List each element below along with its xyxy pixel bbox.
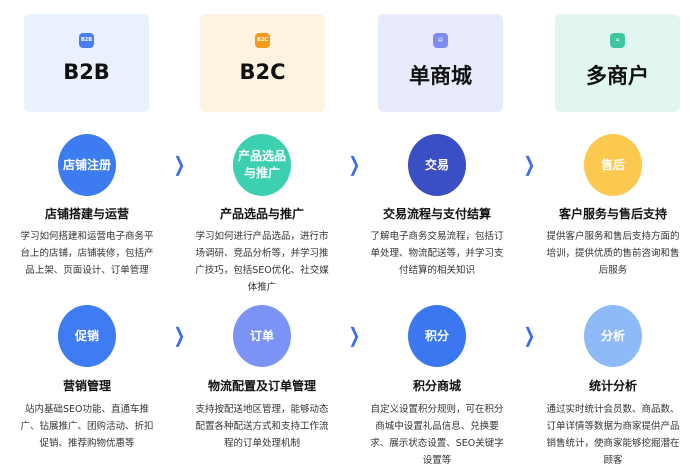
category-card-多商户[interactable]: ⌂ 多商户	[555, 14, 680, 112]
home-icon: ⌂	[610, 33, 625, 48]
step-title: 物流配置及订单管理	[207, 379, 316, 393]
step-description: 了解电子商务交易流程，包括订单处理、物流配送等，并学习支付结算的相关知识	[370, 231, 504, 276]
category-label: B2C	[239, 60, 286, 84]
b2b-icon: B2B	[79, 33, 94, 48]
category-card-B2C[interactable]: B2C B2C	[200, 14, 325, 112]
category-label: 多商户	[586, 64, 649, 88]
step-title: 店铺搭建与运营	[44, 207, 129, 221]
step-circle[interactable]: 店铺注册	[58, 134, 116, 196]
store-icon: ▤	[433, 33, 448, 48]
step-circle[interactable]: 售后	[584, 134, 642, 196]
step-title: 统计分析	[588, 379, 637, 393]
category-label: 单商城	[409, 64, 472, 88]
step-description: 通过实时统计会员数、商品数、订单详情等数据为商家提供产品销售统计，使商家能够挖掘…	[546, 404, 680, 466]
chevron-right-icon: ❯	[173, 323, 186, 347]
step-circle[interactable]: 交易	[408, 134, 466, 196]
step-title: 积分商城	[412, 379, 461, 393]
step-circle[interactable]: 积分	[408, 305, 466, 367]
step-circle[interactable]: 分析	[584, 305, 642, 367]
chevron-right-icon: ❯	[348, 323, 361, 347]
step-description: 学习如何搭建和运营电子商务平台上的店铺，店铺装修，包括产品上架、页面设计、订单管…	[20, 231, 154, 276]
chevron-right-icon: ❯	[173, 152, 186, 176]
step-description: 站内基础SEO功能、直通车推广、钻展推广、团购活动、折扣促销、推荐购物优惠等	[20, 404, 154, 449]
step-description: 支持按配送地区管理，能够动态配置各种配送方式和支持工作流程的订单处理机制	[195, 404, 329, 449]
step-description: 学习如何进行产品选品，进行市场调研、竞品分析等，并学习推广技巧，包括SEO优化、…	[195, 231, 329, 293]
step-title: 交易流程与支付结算	[382, 207, 491, 221]
chevron-right-icon: ❯	[523, 323, 536, 347]
step-description: 自定义设置积分规则，可在积分商城中设置礼品信息、兑换要求、展示状态设置、SEO关…	[370, 404, 504, 466]
b2c-icon: B2C	[255, 33, 270, 48]
step-circle[interactable]: 订单	[233, 305, 291, 367]
category-label: B2B	[63, 60, 110, 84]
step-circle[interactable]: 产品选品与推广	[233, 134, 291, 196]
chevron-right-icon: ❯	[348, 152, 361, 176]
step-title: 客户服务与售后支持	[558, 207, 667, 221]
chevron-right-icon: ❯	[523, 152, 536, 176]
step-description: 提供客户服务和售后支持方面的培训，提供优质的售前咨询和售后服务	[546, 231, 680, 276]
step-title: 营销管理	[62, 379, 111, 393]
category-card-B2B[interactable]: B2B B2B	[24, 14, 149, 112]
step-circle[interactable]: 促销	[58, 305, 116, 367]
category-card-单商城[interactable]: ▤ 单商城	[378, 14, 503, 112]
step-title: 产品选品与推广	[219, 207, 304, 221]
